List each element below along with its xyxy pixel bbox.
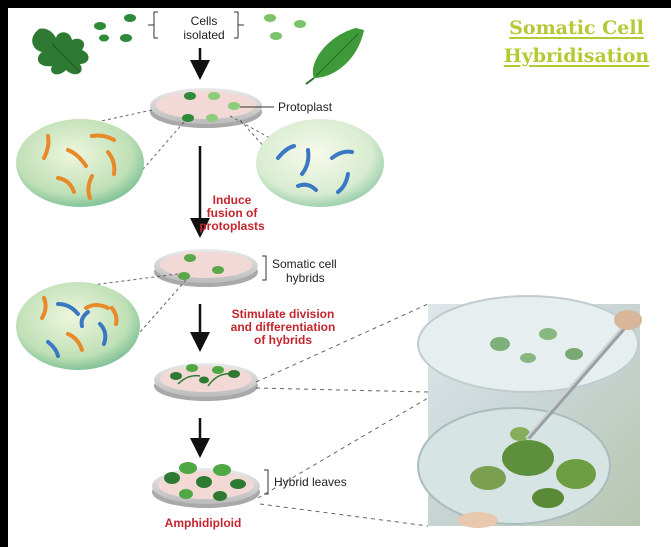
plantlet-photo xyxy=(417,295,642,528)
step-induce-fusion: Induce fusion of protoplasts xyxy=(178,194,286,233)
step-division-line-2: and differentiation xyxy=(230,320,336,334)
protoplast-cell-blue xyxy=(256,119,384,207)
step-fusion-line-1: Induce xyxy=(212,193,252,207)
petri-dish-hybrids xyxy=(154,249,258,287)
step-stimulate-division: Stimulate division and differentiation o… xyxy=(208,308,358,347)
page-title: Somatic Cell Hybridisation xyxy=(484,14,669,70)
step-fusion-line-3: protoplasts xyxy=(199,219,265,233)
oak-leaf-icon xyxy=(32,28,89,75)
somatic-hybrids-label: Somatic cell hybrids xyxy=(272,257,337,285)
hybrid-bracket xyxy=(262,255,267,281)
title-line-2: Hybridisation xyxy=(503,45,650,67)
cells-isolated-label: Cells isolated xyxy=(174,14,234,42)
elm-leaf-icon xyxy=(305,28,364,85)
cells-isolated-line-1: Cells xyxy=(190,14,218,28)
somatic-hybrids-line-1: Somatic cell xyxy=(272,257,337,271)
step-division-line-1: Stimulate division xyxy=(231,307,335,321)
title-line-1: Somatic Cell xyxy=(509,17,644,39)
cells-isolated-line-2: isolated xyxy=(183,28,225,42)
hybrid-leaves-label: Hybrid leaves xyxy=(274,475,347,489)
protoplast-cell-orange xyxy=(16,119,144,207)
petri-dish-protoplasts xyxy=(150,88,262,128)
diagram-graphics xyxy=(16,11,642,528)
petri-dish-plantlets xyxy=(154,363,258,401)
zoom-lines-photo xyxy=(255,303,429,527)
step-fusion-line-2: fusion of xyxy=(206,206,258,220)
bracket-right xyxy=(234,11,244,39)
somatic-hybrids-line-2: hybrids xyxy=(286,271,325,285)
amphidiploid-label: Amphidiploid xyxy=(164,516,242,530)
leaves-bracket xyxy=(264,469,269,495)
petri-dish-hybrid-leaves xyxy=(152,462,260,508)
hybrid-cell xyxy=(16,282,140,370)
diagram-canvas: Somatic Cell Hybridisation Cells isolate… xyxy=(8,8,671,547)
isolated-cells-right xyxy=(264,14,306,40)
zoom-lines-2 xyxy=(83,273,187,349)
zoom-lines-1 xyxy=(77,109,311,199)
protoplast-label: Protoplast xyxy=(278,100,333,114)
isolated-cells-left xyxy=(94,14,136,42)
step-division-line-3: of hybrids xyxy=(253,333,312,347)
bracket-left xyxy=(148,11,158,39)
